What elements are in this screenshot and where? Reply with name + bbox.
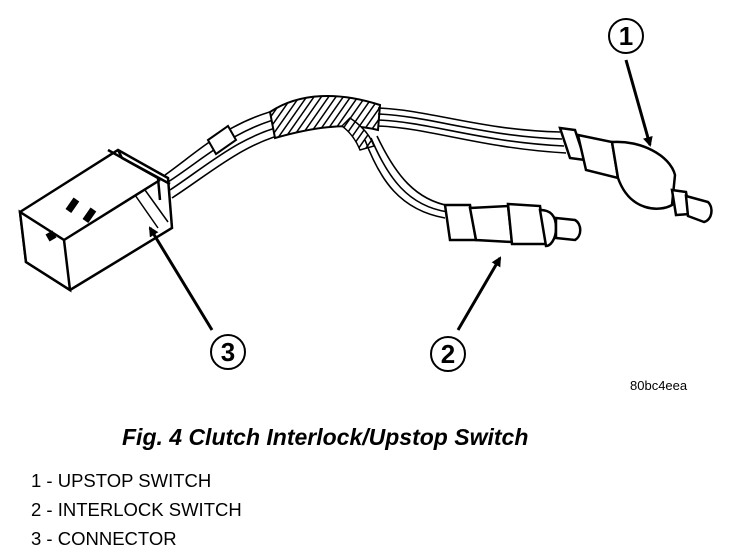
- interlock-branch-wires: [364, 135, 451, 219]
- callout-3-circle: [210, 334, 246, 370]
- connector-terminals: [45, 197, 97, 242]
- callout-2-number: 2: [441, 339, 455, 369]
- wiring-harness-illustration: 1 2 3: [18, 18, 713, 372]
- wire-band: [206, 124, 238, 156]
- legend-item: 2 - INTERLOCK SWITCH: [31, 499, 242, 520]
- upstop-branch-wires: [377, 107, 567, 154]
- harness-tape-wrap: [268, 94, 382, 140]
- callout-1-arrow: [624, 59, 653, 147]
- callout-3-arrow: [148, 226, 214, 331]
- legend-item: 1 - UPSTOP SWITCH: [31, 470, 212, 491]
- legend-list: 1 - UPSTOP SWITCH 2 - INTERLOCK SWITCH 3…: [31, 466, 242, 553]
- figure-caption: Fig. 4 Clutch Interlock/Upstop Switch: [122, 424, 529, 450]
- callout-1-number: 1: [619, 21, 633, 51]
- figure-reference-code: 80bc4eea: [630, 378, 688, 393]
- callout-3-number: 3: [221, 337, 235, 367]
- interlock-switch-body: [443, 202, 582, 248]
- callout-1-circle: [608, 18, 644, 54]
- legend-item: 3 - CONNECTOR: [31, 528, 177, 549]
- connector-body: [18, 148, 174, 293]
- callout-2-circle: [430, 336, 466, 372]
- upstop-switch-body: [558, 126, 713, 224]
- callout-2-arrow: [456, 256, 502, 331]
